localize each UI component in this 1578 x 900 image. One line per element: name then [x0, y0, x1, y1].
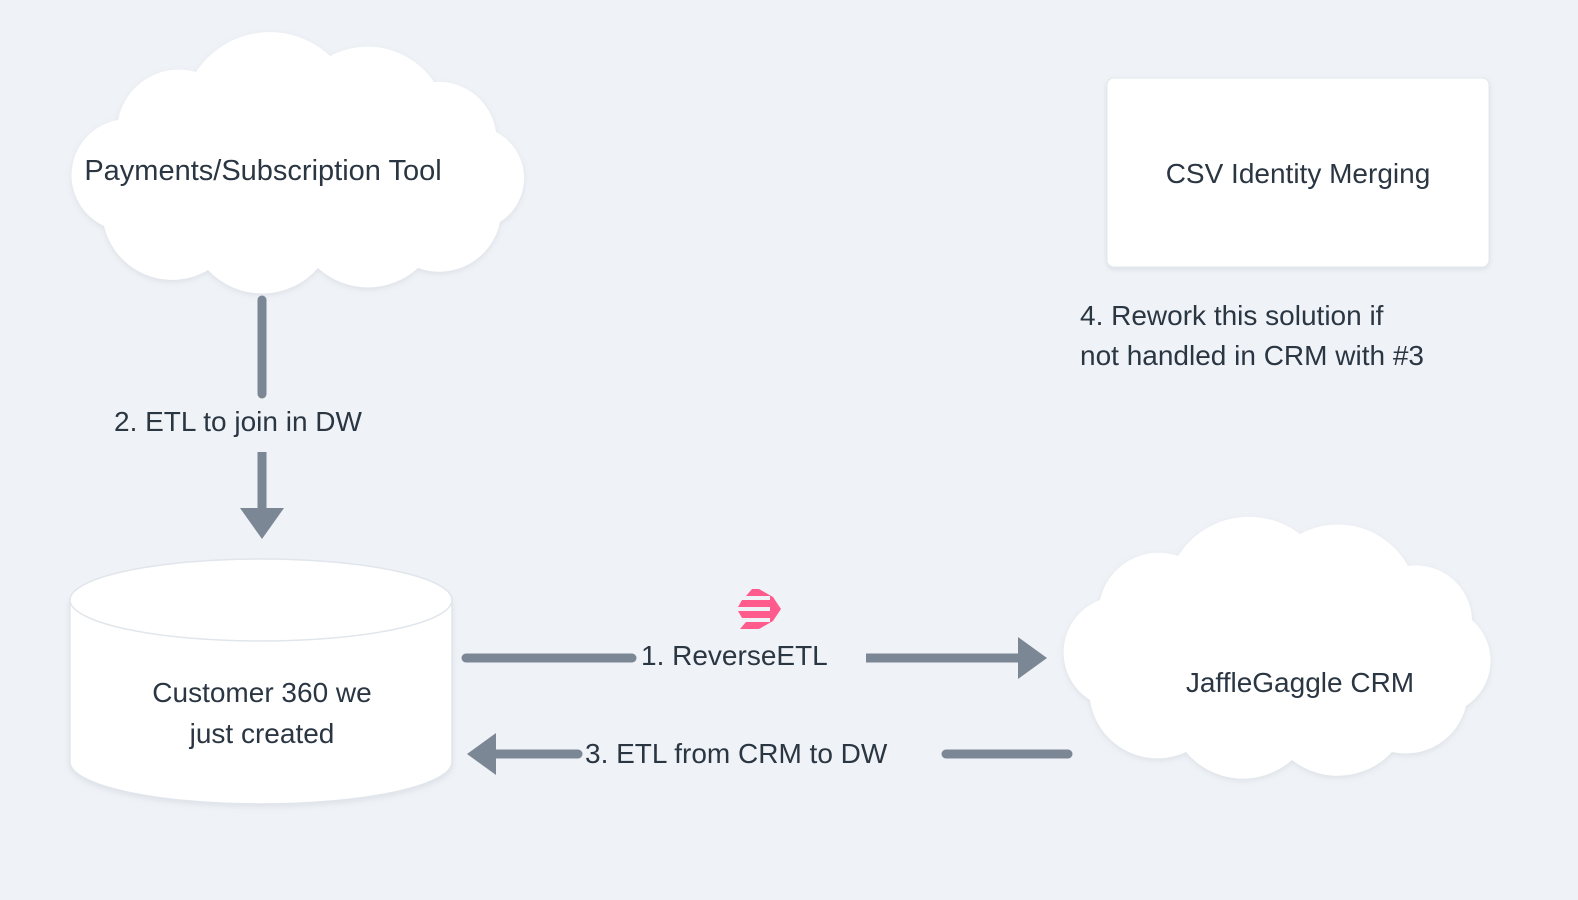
arrowhead-down	[240, 508, 284, 539]
csv-box-node[interactable]	[1106, 77, 1490, 268]
arrowhead-right	[1018, 637, 1047, 679]
cloud-shape	[71, 32, 525, 294]
cloud-shape	[1063, 516, 1491, 779]
edge-reverse-etl[interactable]	[461, 637, 1047, 679]
edge-etl-crm-dw[interactable]	[467, 733, 1073, 775]
crm-cloud-node[interactable]	[1063, 516, 1491, 779]
edge-etl-join[interactable]	[240, 295, 284, 539]
arrowhead-left	[467, 733, 496, 775]
payments-cloud-node[interactable]	[71, 32, 525, 294]
cylinder-body	[69, 599, 453, 805]
warehouse-cylinder-node[interactable]	[69, 558, 453, 805]
dbt-logo-icon	[738, 589, 781, 629]
annotation-rework-note: 4. Rework this solution if not handled i…	[1080, 300, 1424, 371]
cylinder-top	[69, 558, 453, 642]
csv-box-shape	[1106, 77, 1490, 268]
